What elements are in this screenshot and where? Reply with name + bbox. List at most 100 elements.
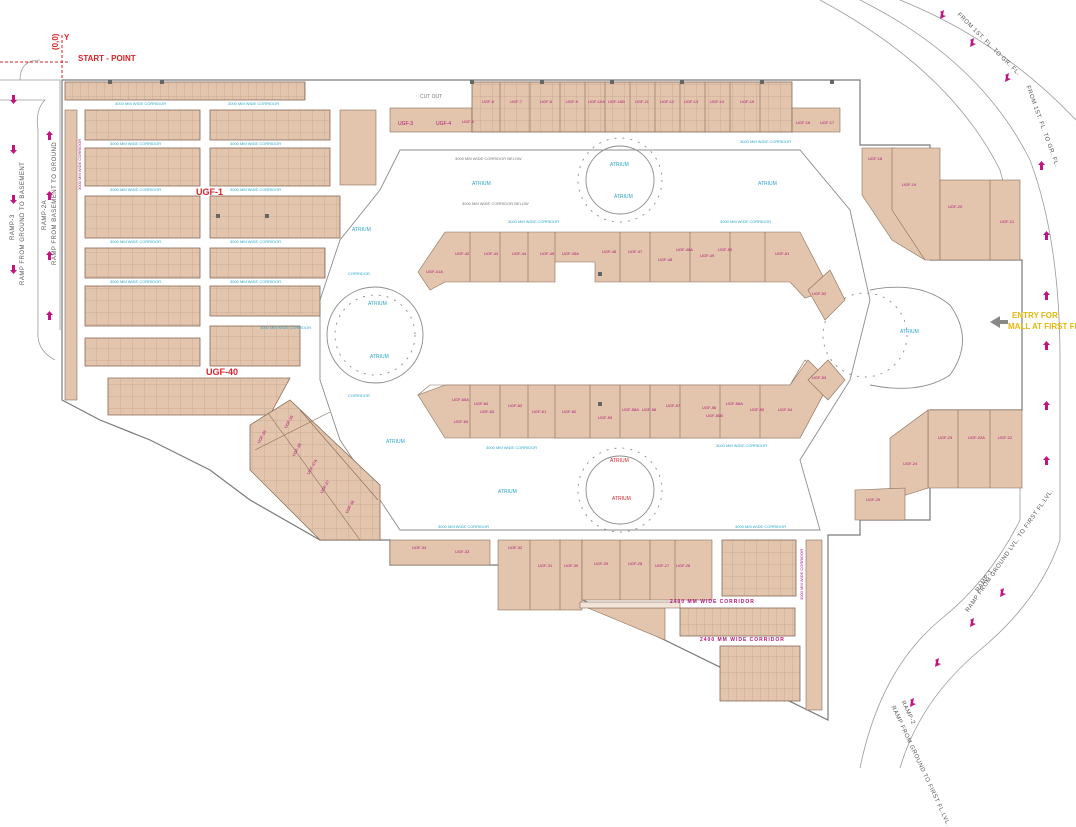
unit-label: UGF-19 [902, 182, 917, 187]
corridor-label: CORRIDOR [348, 393, 370, 398]
unit-label: UGF-41A [426, 269, 443, 274]
unit-label: UGF-63 [480, 409, 495, 414]
atrium-label: ATRIUM [370, 354, 389, 360]
corridor-label: 3000 MM WIDE CORRIDOR [110, 187, 162, 192]
unit-label: UGF-48 [658, 257, 673, 262]
unit-label: UGF-52 [812, 291, 827, 296]
atrium-label: ATRIUM [386, 439, 405, 445]
unit-label: UGF-31 [538, 563, 553, 568]
unit-label: UGF-29 [594, 561, 609, 566]
corridor-label: 3000 MM WIDE CORRIDOR [716, 443, 768, 448]
entry-label-line1: ENTRY FOR [1012, 311, 1058, 320]
unit-label: UGF-4 [436, 121, 451, 127]
corridor-label: 3000 MM WIDE CORRIDOR [228, 101, 280, 106]
unit-label: UGF-12 [660, 99, 675, 104]
unit-label: UGF-11 [635, 99, 649, 104]
atrium-ring [319, 137, 963, 533]
bottom-left-diagonal-units [249, 399, 381, 541]
unit-label: UGF-26 [676, 563, 691, 568]
unit-label: UGF-27 [655, 563, 670, 568]
unit-label: UGF-45 [540, 251, 555, 256]
corridor-label: 3000 MM WIDE CORRIDOR [110, 239, 162, 244]
corridor-label: 3000 MM WIDE CORRIDOR [740, 139, 792, 144]
unit-label: UGF-14 [710, 99, 725, 104]
entry-arrow-icon [990, 316, 1008, 328]
unit-label: UGF-64 [474, 401, 489, 406]
unit-label: UGF-49 [700, 253, 715, 258]
corridor-label: 3000 MM WIDE CORRIDOR [115, 101, 167, 106]
y-axis-label: Y [64, 33, 70, 42]
atrium-label: ATRIUM [610, 162, 629, 168]
unit-label: UGF-21 [1000, 219, 1015, 224]
unit-label: UGF-30 [564, 563, 579, 568]
atrium-label: ATRIUM [900, 329, 919, 335]
unit-label: UGF-51 [775, 251, 790, 256]
floor-plan [0, 0, 1076, 768]
unit-label: UGF-56B [706, 413, 723, 418]
unit-label: UGF-59 [598, 415, 613, 420]
left-block-units [64, 81, 377, 416]
unit-label: UGF-47 [628, 249, 643, 254]
unit-label: UGF-5 [462, 119, 474, 124]
unit-label: UGF-50 [718, 247, 733, 252]
corridor-label: 3000 MM WIDE CORRIDOR [77, 138, 82, 190]
unit-label: UGF-58 [642, 407, 657, 412]
unit-label: UGF-22A [968, 435, 985, 440]
corridor-label: 3000 MM WIDE CORRIDOR [799, 548, 804, 600]
right-units [807, 147, 1023, 521]
unit-label: UGF-44 [512, 251, 527, 256]
corridor-label: 3000 MM WIDE CORRIDOR [110, 141, 162, 146]
unit-label: UGF-56 [702, 405, 717, 410]
unit-label: UGF-6 [482, 99, 494, 104]
unit-label: UGF-15 [740, 99, 755, 104]
corridor-label: 3000 MM WIDE CORRIDOR [438, 524, 490, 529]
corridor-label: 3000 MM WIDE CORRIDOR [230, 239, 282, 244]
corridor-label: 3000 MM WIDE CORRIDOR [508, 219, 560, 224]
unit-label: UGF-34 [412, 545, 427, 550]
unit-label: UGF-33 [455, 549, 470, 554]
bottom-row-units [389, 539, 823, 711]
top-row-units [389, 81, 841, 133]
entry-label-line2: MALL AT FIRST FL. [1008, 322, 1076, 331]
unit-label: UGF-65A [452, 397, 469, 402]
unit-label: UGF-65 [454, 419, 469, 424]
unit-label: UGF-8 [540, 99, 552, 104]
corridor-label: 3000 MM WIDE CORRIDOR [720, 219, 772, 224]
atrium-label: ATRIUM [472, 181, 491, 187]
corridor-label: CORRIDOR [348, 271, 370, 276]
unit-label: UGF-62 [508, 403, 523, 408]
unit-label: UGF-20 [948, 204, 963, 209]
start-point-label: START - POINT [78, 54, 136, 63]
ugf1-label: UGF-1 [196, 187, 223, 197]
atrium-label: ATRIUM [368, 301, 387, 307]
unit-label: UGF-58A [622, 407, 639, 412]
atrium-label: ATRIUM [758, 181, 777, 187]
unit-label: UGF-24 [903, 461, 918, 466]
unit-label: UGF-7 [510, 99, 522, 104]
inner-island-top [417, 231, 831, 299]
corridor-label: 3000 MM WIDE CORRIDOR [110, 279, 162, 284]
unit-label: UGF-61 [532, 409, 547, 414]
origin-guides [0, 35, 70, 80]
unit-label: UGF-48A [676, 247, 693, 252]
corridor-label: 3000 MM WIDE CORRIDOR [486, 445, 538, 450]
atrium-label: ATRIUM [610, 458, 629, 464]
unit-label: UGF-22 [998, 435, 1013, 440]
corridor-label: 2400 MM WIDE CORRIDOR [670, 599, 755, 605]
unit-label: UGF-13 [684, 99, 699, 104]
atrium-label: ATRIUM [612, 496, 631, 502]
unit-label: UGF-23 [938, 435, 953, 440]
corridor-label: 3000 MM WIDE CORRIDOR [230, 141, 282, 146]
corridor-label: 3000 MM WIDE CORRIDOR [260, 325, 312, 330]
unit-label: UGF-28 [628, 561, 643, 566]
corridor-label: 3000 MM WIDE CORRIDOR BELOW [455, 156, 522, 161]
corridor-label: 2400 MM WIDE CORRIDOR [700, 637, 785, 643]
unit-label: UGF-42 [455, 251, 470, 256]
atrium-label: ATRIUM [498, 489, 517, 495]
unit-label: UGF-17 [820, 120, 835, 125]
unit-label: UGF-57 [666, 403, 681, 408]
ramp3-title: RAMP-3 [10, 214, 16, 240]
cut-out-label: CUT OUT [420, 94, 443, 100]
unit-label: UGF-45A [562, 251, 579, 256]
pillars [108, 80, 834, 406]
